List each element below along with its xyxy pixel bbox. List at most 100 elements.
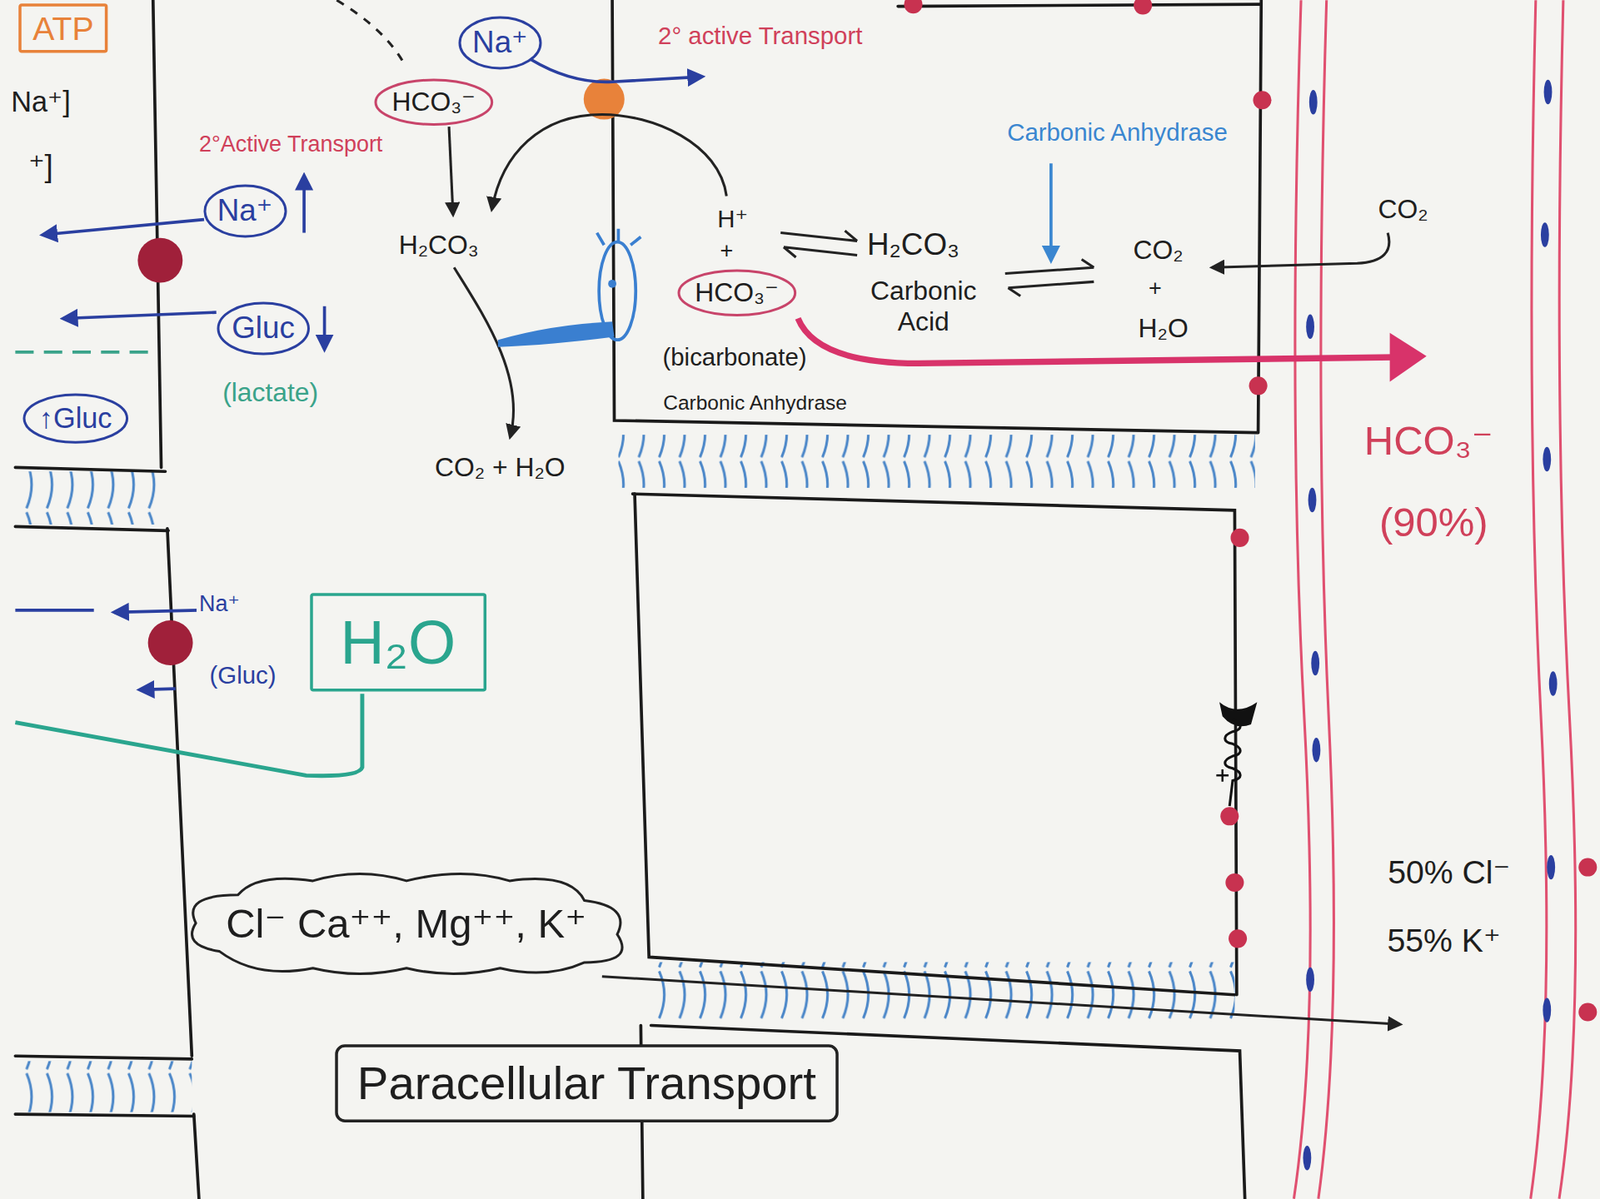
caption-box: Paracellular Transport [334,1044,839,1123]
cell-membrane [153,0,162,468]
cloud-bubble: Cl⁻ Ca⁺⁺, Mg⁺⁺, K⁺ [172,867,641,980]
note-label: + [717,238,736,265]
flow-arrow [323,306,327,349]
endothelial-nucleus [1305,314,1315,339]
membrane-pump [903,0,923,14]
reaction-arrow [336,0,1401,1025]
transporter [137,79,624,666]
cell-membrane [194,1114,200,1199]
node-text: H₂O [339,608,456,679]
membrane-pump [1225,873,1244,893]
note-label: CO₂ + H₂O [432,452,569,484]
cell-membrane [14,0,1262,1199]
box-outline [19,4,107,52]
cell-membrane [612,0,1257,433]
cell-membrane [14,467,165,472]
note-label: HCO₃⁻ [1361,417,1496,464]
endothelial-nucleus [1542,447,1551,472]
boxed-label: ATP [18,3,109,54]
cell-membrane [1258,0,1262,433]
text-group: H₂O [339,608,456,679]
endothelial-nucleus [1310,651,1320,676]
cell-membrane [633,493,1237,996]
endothelial-nucleus [1549,671,1558,696]
text-group: Paracellular Transport [357,1056,817,1112]
note-label: Carbonic Anhydrase [660,391,850,415]
bicarbonate-arrow [1390,333,1427,383]
text-group: Cl⁻ Ca⁺⁺, Mg⁺⁺, K⁺ [225,900,587,948]
text-group: ↑Gluc [39,402,113,435]
cloud-outline [191,874,623,975]
flow-arrow [139,688,176,690]
note-label: (lactate) [219,377,321,409]
water-path [14,693,363,776]
node-text: ↑Gluc [39,402,113,435]
circle-outline [459,17,541,69]
reaction-arrow [448,126,454,215]
endothelial-nucleus [1302,1146,1311,1171]
membrane-pump [1252,90,1272,110]
reaction-arrow [1005,259,1095,274]
ion-channel [1225,719,1241,807]
endothelial-nucleus [1305,967,1315,992]
flow-arrow [14,59,703,690]
endothelial-nucleus [1302,79,1557,1172]
membrane-pump [1228,929,1247,948]
transporter [137,238,183,284]
endothelial-nucleus [1546,855,1556,880]
reaction-arrow [453,267,514,437]
transporter [148,620,194,666]
node-text: Na⁺ [472,24,528,60]
tight-junction [618,434,1255,489]
text-group: Gluc [231,310,295,346]
endothelial-nucleus [1312,737,1321,763]
flow-arrow [114,610,200,613]
circled-label: HCO₃⁻ [373,78,494,126]
endothelial-nucleus [1542,997,1551,1022]
blood-vessel [1293,0,1576,1199]
text-group: HCO₃⁻ [391,86,476,118]
cell-membrane [14,1056,192,1060]
circle-outline [204,185,286,237]
text-group: HCO₃⁻ [694,277,779,309]
cell-membrane [167,528,192,1057]
node-text: Na⁺ [217,193,273,229]
membrane-pump [1249,376,1268,395]
node-text: ATP [32,9,94,48]
reaction-arrow [783,247,858,258]
cell-membrane [634,493,1235,996]
reaction-arrow [492,114,728,210]
note-label: (Gluc) [207,661,280,690]
note-label: CO₂ [1375,194,1431,225]
note-label: H₂CO₃ [864,227,962,263]
note-label: Carbonic Acid [854,275,992,337]
boxed-label: H₂O [309,593,487,693]
circle-outline [24,394,128,443]
note-label: (bicarbonate) [659,343,809,372]
circled-label: HCO₃⁻ [677,269,798,317]
enzyme-cartoon [498,321,615,348]
text-group: ATP [32,9,94,48]
cell-membrane [897,4,1262,6]
note-label: 55% K⁺ [1384,922,1503,960]
reaction-arrow [1007,281,1094,296]
reaction-arrow [602,976,1401,1026]
node-text: HCO₃⁻ [694,277,779,309]
ion-channel [1216,769,1229,783]
enzyme-arrow [1049,163,1053,260]
reaction-arrow [336,0,406,68]
flow-arrow [42,219,205,235]
endothelial-nucleus [1540,222,1550,247]
endothelial-nucleus [1309,89,1318,115]
box-outline [336,1046,838,1122]
tight-junction [652,962,1235,1022]
blood-vessel [1559,0,1576,1199]
enzyme-cartoon [498,229,642,348]
tight-junction [14,471,166,525]
membrane-pump [1133,0,1152,15]
note-label: (90%) [1376,498,1491,546]
note-label: ⁺] [25,149,56,185]
note-label: CO₂ [1130,234,1186,266]
note-label: H₂O [1136,313,1192,344]
